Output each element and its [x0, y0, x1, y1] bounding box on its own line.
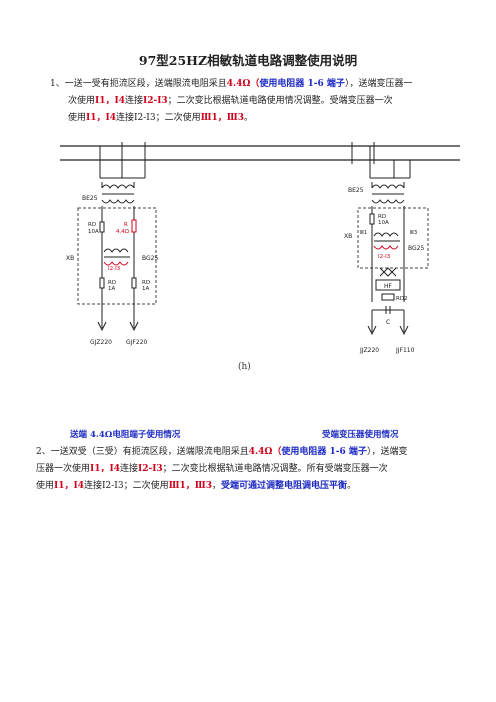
- fuse-label: RD: [108, 280, 116, 286]
- p2-text: 压器一次使用: [36, 464, 91, 474]
- p1-value: 4.4Ω（: [226, 79, 260, 89]
- terminal-label: GJZ220: [90, 339, 112, 346]
- p2-text: 连接Ⅰ2-Ⅰ3；二次使用: [83, 481, 169, 491]
- fuse-label: 1A: [142, 286, 149, 292]
- fuse-label: 10A: [378, 220, 389, 226]
- transformer-label: BG25: [142, 255, 158, 262]
- terminal-label: Ⅲ3: [410, 230, 418, 236]
- paragraph-2: 2、一送双受（三受）有扼流区段，送端限流电阻采且4.4Ω（使用电阻器 1-6 端…: [36, 444, 466, 495]
- left-circuit: BE25 RD 10A R 4.4Ω XB BG25 Ⅰ2-Ⅰ3 RD 1A R…: [66, 146, 158, 346]
- p2-text: 2、一送双受（三受）有扼流区段，送端限流电阻采且: [36, 447, 249, 457]
- p1-value: Ⅰ1，Ⅰ4: [95, 96, 125, 106]
- page-title: 97型25HZ相敏轨道电路调整使用说明: [138, 53, 358, 68]
- p1-text: 。: [244, 113, 254, 123]
- p1-text: 连接Ⅰ2-Ⅰ3；二次使用: [115, 113, 201, 123]
- p1-text: ），送端变压器一: [344, 79, 413, 89]
- p2-text: ；二次变比根据轨道电路情况调整。所有受端变压器一次: [162, 464, 388, 474]
- right-circuit: BE25 RD 10A XB Ⅲ1 Ⅲ3 BG25 Ⅰ2-Ⅰ3 HF RD2 C…: [344, 146, 429, 354]
- fuse-label: RD: [88, 222, 96, 228]
- p2-line2: 压器一次使用Ⅰ1，Ⅰ4连接Ⅰ2-Ⅰ3；二次变比根据轨道电路情况调整。所有受端变压…: [36, 461, 466, 478]
- p1-text: 1、一送一受有扼流区段，送端限流电阻采且: [50, 79, 227, 89]
- paragraph-1: 1、一送一受有扼流区段，送端限流电阻采且4.4Ω（使用电阻器 1-6 端子），送…: [50, 76, 460, 127]
- p1-line1: 1、一送一受有扼流区段，送端限流电阻采且4.4Ω（使用电阻器 1-6 端子），送…: [50, 76, 460, 93]
- p2-line3: 使用Ⅰ1，Ⅰ4连接Ⅰ2-Ⅰ3；二次使用Ⅲ1，Ⅲ3，受端可通过调整电阻调电压平衡。: [36, 478, 466, 495]
- component-label: C: [386, 319, 390, 326]
- p2-text: 使用: [36, 481, 55, 491]
- p1-value: Ⅲ1，Ⅲ3: [200, 113, 245, 123]
- terminal-label: JJF110: [395, 347, 415, 354]
- p2-value: Ⅰ1，Ⅰ4: [90, 464, 120, 474]
- p2-line1: 2、一送双受（三受）有扼流区段，送端限流电阻采且4.4Ω（使用电阻器 1-6 端…: [36, 444, 466, 461]
- p2-value: Ⅰ2-Ⅰ3: [137, 464, 163, 474]
- fuse-label: RD2: [396, 296, 408, 302]
- terminal-label: JJZ220: [359, 347, 379, 354]
- p1-value: Ⅰ2-Ⅰ3: [142, 96, 168, 106]
- p2-text: 连接: [119, 464, 138, 474]
- connection-label: Ⅰ2-Ⅰ3: [378, 254, 391, 260]
- terminal-label: GJF220: [126, 339, 148, 346]
- p2-text: ），送端变: [366, 447, 408, 457]
- p1-text: 次使用: [68, 96, 96, 106]
- p1-line2: 次使用Ⅰ1，Ⅰ4连接Ⅰ2-Ⅰ3；二次变比根据轨道电路使用情况调整。受端变压器一次: [50, 93, 460, 110]
- resistor-value: 4.4Ω: [116, 229, 129, 235]
- xb-label: XB: [66, 255, 74, 262]
- p1-terminal: 使用电阻器 1-6 端子: [259, 79, 345, 89]
- transformer-label: BE25: [82, 195, 98, 202]
- terminal-label: Ⅲ1: [360, 230, 367, 236]
- p2-text: ，: [212, 481, 222, 491]
- p2-terminal: 使用电阻器 1-6 端子: [281, 447, 367, 457]
- caption-left: 送端 4.4Ω电阻端子使用情况: [70, 430, 181, 440]
- p1-line3: 使用Ⅰ1，Ⅰ4连接Ⅰ2-Ⅰ3；二次使用Ⅲ1，Ⅲ3。: [50, 110, 460, 127]
- resistor-label: R: [124, 222, 128, 228]
- p1-text: 连接: [124, 96, 143, 106]
- fuse-label: RD: [378, 214, 386, 220]
- fuse-label: 1A: [108, 286, 115, 292]
- p2-value: 4.4Ω（: [248, 447, 282, 457]
- transformer-label: BE25: [348, 187, 364, 194]
- p2-text: 。: [347, 481, 357, 491]
- xb-label: XB: [344, 233, 352, 240]
- component-label: HF: [384, 283, 393, 290]
- fuse-label: RD: [142, 280, 150, 286]
- fuse-label: 10A: [88, 229, 99, 235]
- transformer-label: BG25: [408, 245, 424, 252]
- p1-text: 使用: [68, 113, 87, 123]
- p1-value: Ⅰ1，Ⅰ4: [86, 113, 116, 123]
- p2-value: Ⅲ1，Ⅲ3: [168, 481, 213, 491]
- p2-value: Ⅰ1，Ⅰ4: [54, 481, 84, 491]
- figure-label: (h): [238, 362, 251, 372]
- connection-label: Ⅰ2-Ⅰ3: [108, 266, 121, 272]
- circuit-diagram: BE25 RD 10A R 4.4Ω XB BG25 Ⅰ2-Ⅰ3 RD 1A R…: [60, 142, 460, 354]
- caption-right: 受端变压器使用情况: [322, 430, 399, 440]
- p1-text: ；二次变比根据轨道电路使用情况调整。受端变压器一次: [167, 96, 393, 106]
- p2-emphasis: 受端可通过调整电阻调电压平衡: [221, 481, 348, 491]
